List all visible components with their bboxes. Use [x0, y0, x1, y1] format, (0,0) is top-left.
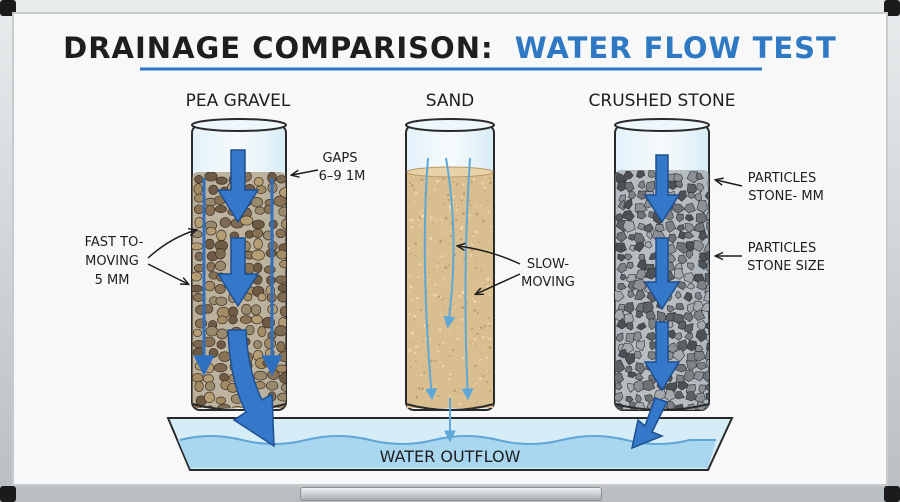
gravel-large-flow-arrows: [216, 149, 275, 448]
annotation-gravel-fast-moving: FAST TO- MOVING 5 MM: [85, 230, 196, 288]
sand-flow-arrows: [423, 157, 474, 443]
sand-texture: [407, 175, 492, 406]
water-outflow-label: WATER OUTFLOW: [380, 447, 521, 466]
frame-corner-top-right: [884, 0, 900, 16]
crushed-stone-column: [614, 118, 710, 450]
stone-particles-1-line-2: STONE- MM: [748, 189, 824, 204]
gravel-gaps-line-2: 6–9 1M: [319, 169, 366, 184]
annotation-stone-particles-1: PARTICLES STONE- MM: [716, 171, 824, 204]
gravel-gaps-line-1: GAPS: [322, 151, 357, 166]
annotation-sand-slow-moving: SLOW- MOVING: [458, 246, 575, 294]
outflow-basin: WATER OUTFLOW: [166, 417, 734, 471]
stone-particles-1-line-1: PARTICLES: [748, 171, 817, 186]
column-heading-sand: SAND: [426, 91, 475, 111]
title: DRAINAGE COMPARISON: WATER FLOW TEST: [63, 31, 837, 71]
title-part-2: WATER FLOW TEST: [515, 31, 837, 65]
sand-slow-line-1: SLOW-: [527, 257, 570, 272]
gravel-fast-line-2: MOVING: [85, 254, 139, 269]
column-heading-pea-gravel: PEA GRAVEL: [186, 91, 291, 111]
stone-particles-2-line-1: PARTICLES: [748, 241, 817, 256]
frame-corner-bottom-left: [0, 486, 16, 502]
sand-slow-line-2: MOVING: [521, 275, 575, 290]
gravel-fast-line-3: 5 MM: [95, 273, 130, 288]
annotation-stone-particles-2: PARTICLES STONE SIZE: [716, 241, 825, 274]
stone-flow-arrows: [630, 154, 681, 450]
title-part-1: DRAINAGE COMPARISON:: [63, 31, 493, 65]
gravel-fast-line-1: FAST TO-: [85, 235, 144, 250]
pea-gravel-column: [191, 118, 287, 448]
svg-text:DRAINAGE COMPARISON: WAT: DRAINAGE COMPARISON: WATER FLOW TEST: [63, 31, 837, 65]
column-heading-crushed-stone: CRUSHED STONE: [589, 91, 736, 111]
marker-tray: [300, 487, 602, 501]
frame-corner-bottom-right: [884, 486, 900, 502]
annotation-gravel-gaps: GAPS 6–9 1M: [292, 151, 365, 184]
stone-particles-2-line-2: STONE SIZE: [747, 259, 825, 274]
sand-column: [405, 118, 495, 443]
